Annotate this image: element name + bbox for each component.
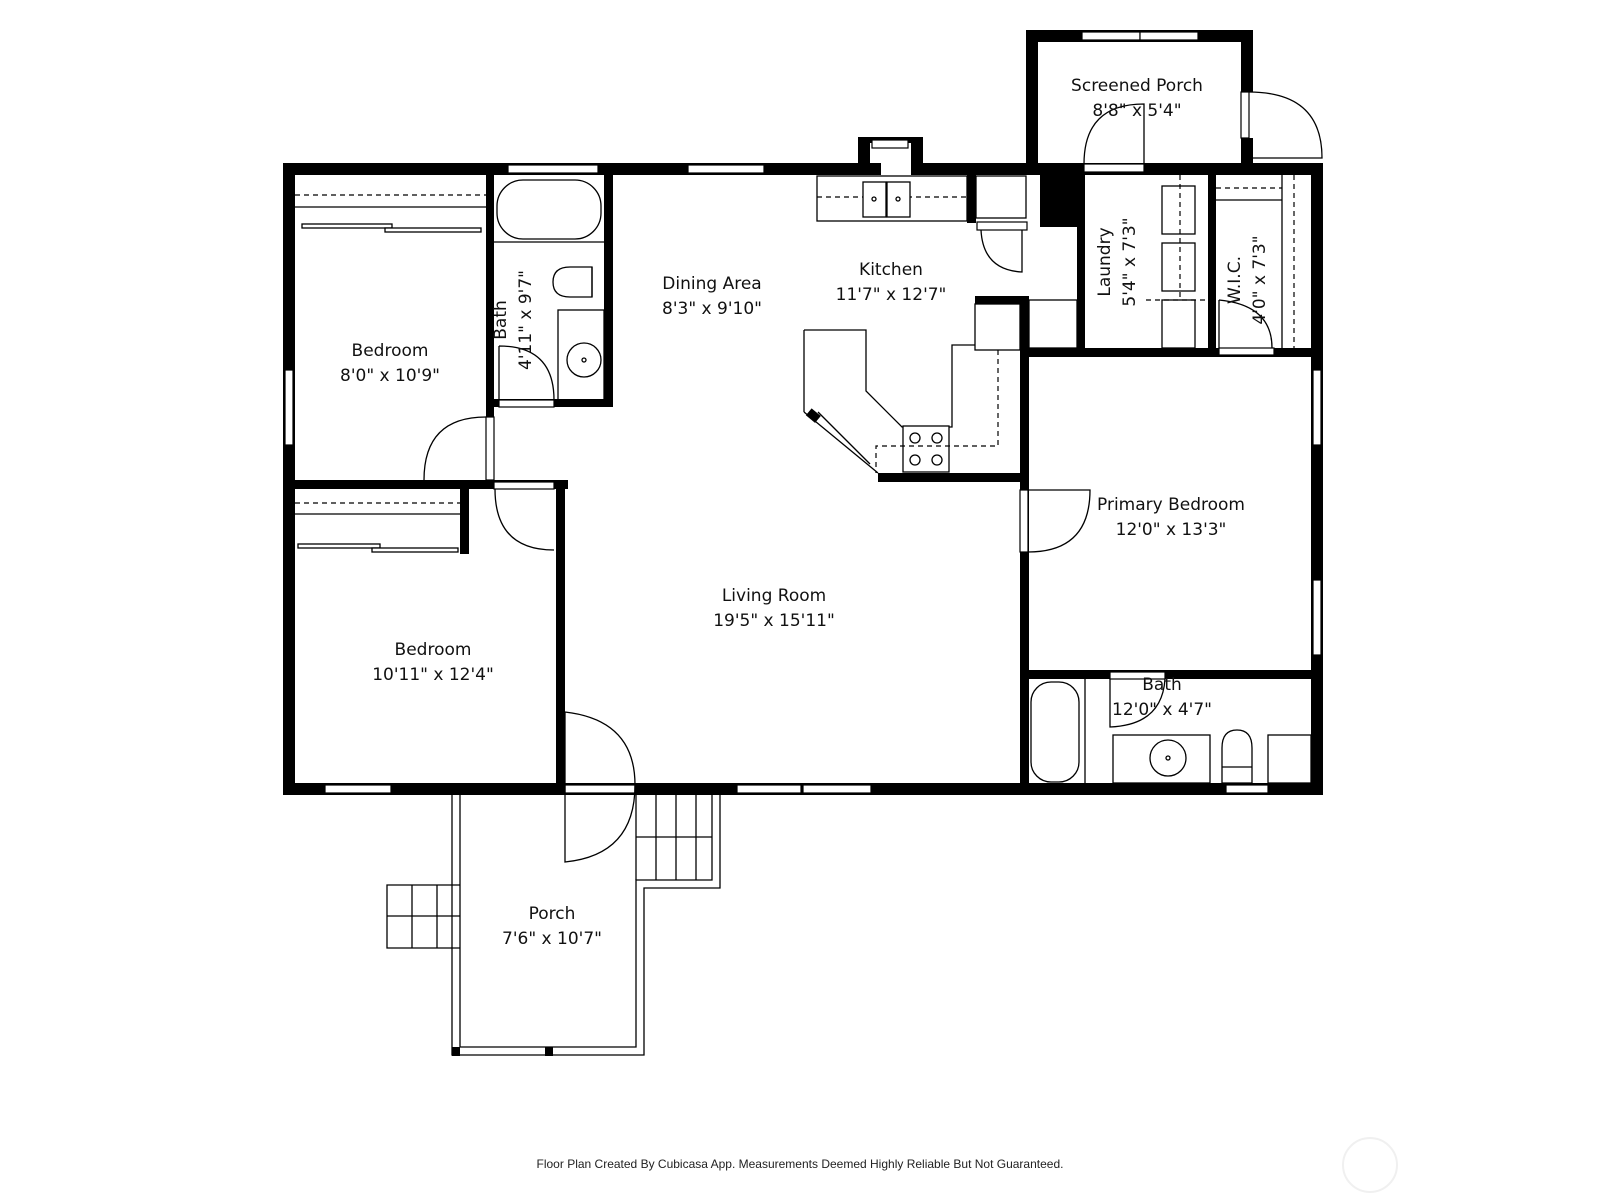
room-label-living-room: Living Room 19'5" x 15'11" — [713, 584, 835, 634]
room-name: Bedroom — [394, 640, 472, 660]
room-dims: 12'0" x 4'7" — [1112, 700, 1212, 720]
room-dims: 8'0" x 10'9" — [340, 366, 440, 386]
disclaimer-footer: Floor Plan Created By Cubicasa App. Meas… — [536, 1157, 1064, 1171]
room-name: Bedroom — [351, 341, 429, 361]
room-label-bedroom-1: Bedroom 8'0" x 10'9" — [340, 339, 440, 389]
room-name: Screened Porch — [1071, 76, 1203, 96]
room-label-porch: Porch 7'6" x 10'7" — [502, 902, 602, 952]
room-name: Dining Area — [662, 274, 762, 294]
room-name: Bath — [1142, 675, 1182, 695]
room-dims: 11'7" x 12'7" — [835, 285, 947, 305]
room-dims: 19'5" x 15'11" — [713, 611, 835, 631]
room-label-primary-bedroom: Primary Bedroom 12'0" x 13'3" — [1097, 493, 1245, 543]
room-name: Bath — [491, 300, 511, 340]
room-dims: 12'0" x 13'3" — [1115, 520, 1227, 540]
doors — [423, 221, 1275, 863]
room-label-bedroom-2: Bedroom 10'11" x 12'4" — [372, 638, 494, 688]
room-label-kitchen: Kitchen 11'7" x 12'7" — [836, 258, 947, 308]
fixtures — [295, 175, 1312, 784]
room-dims: 4'0" x 7'3" — [1250, 235, 1270, 325]
room-label-bath-2: Bath 12'0" x 4'7" — [1112, 673, 1212, 723]
screened-porch-walls — [1026, 30, 1323, 175]
room-name: Living Room — [721, 586, 827, 606]
room-label-wic: W.I.C. 4'0" x 7'3" — [1223, 235, 1273, 324]
watermark-circle-icon — [1342, 1137, 1398, 1193]
room-dims: 4'11" x 9'7" — [516, 270, 536, 370]
room-name: Laundry — [1095, 227, 1115, 297]
room-name: Porch — [528, 904, 576, 924]
room-label-laundry: Laundry 5'4" x 7'3" — [1093, 217, 1143, 306]
room-name: W.I.C. — [1225, 256, 1245, 304]
room-name: Primary Bedroom — [1097, 495, 1245, 515]
room-dims: 8'3" x 9'10" — [662, 299, 762, 319]
room-dims: 8'8" x 5'4" — [1092, 101, 1182, 121]
room-name: Kitchen — [859, 260, 923, 280]
room-dims: 7'6" x 10'7" — [502, 929, 602, 949]
porch-structure — [386, 795, 721, 1056]
windows — [284, 139, 1322, 794]
room-label-bath-1: Bath 4'11" x 9'7" — [489, 270, 539, 370]
room-dims: 10'11" x 12'4" — [372, 665, 494, 685]
room-label-dining-area: Dining Area 8'3" x 9'10" — [662, 272, 762, 322]
room-dims: 5'4" x 7'3" — [1120, 217, 1140, 307]
room-label-screened-porch: Screened Porch 8'8" x 5'4" — [1071, 74, 1203, 124]
